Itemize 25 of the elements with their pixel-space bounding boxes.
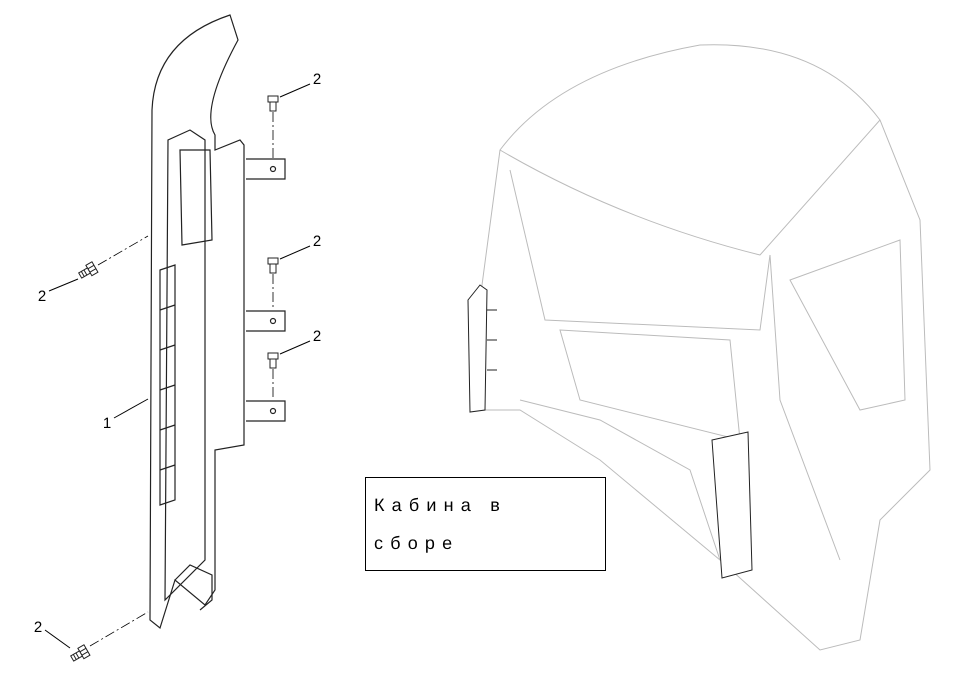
trim-panel-drawing — [148, 12, 246, 632]
leader-line — [280, 340, 310, 354]
bracket-tab-drawing — [246, 310, 286, 332]
bolt-icon — [78, 261, 98, 281]
callout-number: 1 — [100, 414, 114, 434]
bolt-icon — [266, 95, 280, 112]
callout-number: 2 — [31, 618, 45, 638]
leader-line — [114, 398, 148, 418]
leader-line — [48, 278, 78, 292]
bolt-icon — [70, 644, 90, 664]
leader-line — [280, 84, 310, 98]
callout-number: 2 — [310, 232, 324, 252]
callout-number: 2 — [310, 70, 324, 90]
title-box: Кабина в сборе — [365, 477, 606, 571]
callout-number: 2 — [35, 287, 49, 307]
leader-line — [44, 630, 70, 648]
centre-line — [90, 612, 148, 646]
bracket-tab-drawing — [246, 158, 286, 180]
callout-number: 2 — [310, 327, 324, 347]
leader-line — [280, 246, 310, 260]
bolt-icon — [266, 352, 280, 369]
centre-line — [98, 236, 148, 266]
bolt-icon — [266, 257, 280, 274]
bracket-tab-drawing — [246, 400, 286, 422]
centre-line — [272, 112, 274, 158]
